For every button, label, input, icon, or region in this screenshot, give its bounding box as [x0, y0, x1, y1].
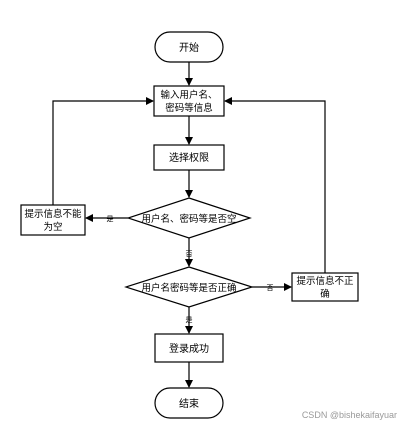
edge-label-empty-yes: 是 [107, 215, 114, 223]
wrong-prompt-line2: 确 [320, 288, 330, 300]
start-node: 开始 [154, 31, 224, 63]
wrong-prompt-line1: 提示信息不正 [296, 275, 354, 287]
login-success-label: 登录成功 [169, 342, 209, 355]
arrow-wrong-prompt-back-to-input [224, 97, 326, 273]
edge-label-correct-no: 否 [267, 284, 274, 292]
correct-check-decision: 用户名密码等是否正确 [124, 266, 254, 308]
watermark-text: CSDN @bishekaifayuar [302, 410, 397, 420]
input-credentials-node: 输入用户名、 密码等信息 [153, 85, 225, 117]
empty-prompt-node: 提示信息不能 为空 [20, 204, 86, 236]
correct-check-label: 用户名密码等是否正确 [141, 282, 236, 294]
edge-label-empty-no: 否 [186, 250, 193, 258]
input-label-line1: 输入用户名、 [160, 89, 217, 101]
connectors [52, 62, 326, 388]
empty-check-decision: 用户名、密码等是否空 [126, 197, 252, 239]
login-success-node: 登录成功 [154, 333, 224, 363]
empty-check-label: 用户名、密码等是否空 [141, 213, 236, 225]
empty-prompt-line1: 提示信息不能 [24, 208, 82, 220]
input-label-line2: 密码等信息 [165, 102, 213, 114]
end-node: 结束 [154, 387, 224, 419]
select-role-label: 选择权限 [169, 151, 209, 164]
empty-prompt-line2: 为空 [43, 221, 62, 233]
arrow-empty-prompt-back-to-input [52, 97, 154, 205]
wrong-prompt-node: 提示信息不正 确 [291, 272, 359, 302]
edge-label-correct-yes: 是 [186, 316, 193, 324]
end-label: 结束 [179, 397, 199, 410]
select-role-node: 选择权限 [153, 144, 225, 171]
start-label: 开始 [179, 41, 199, 54]
